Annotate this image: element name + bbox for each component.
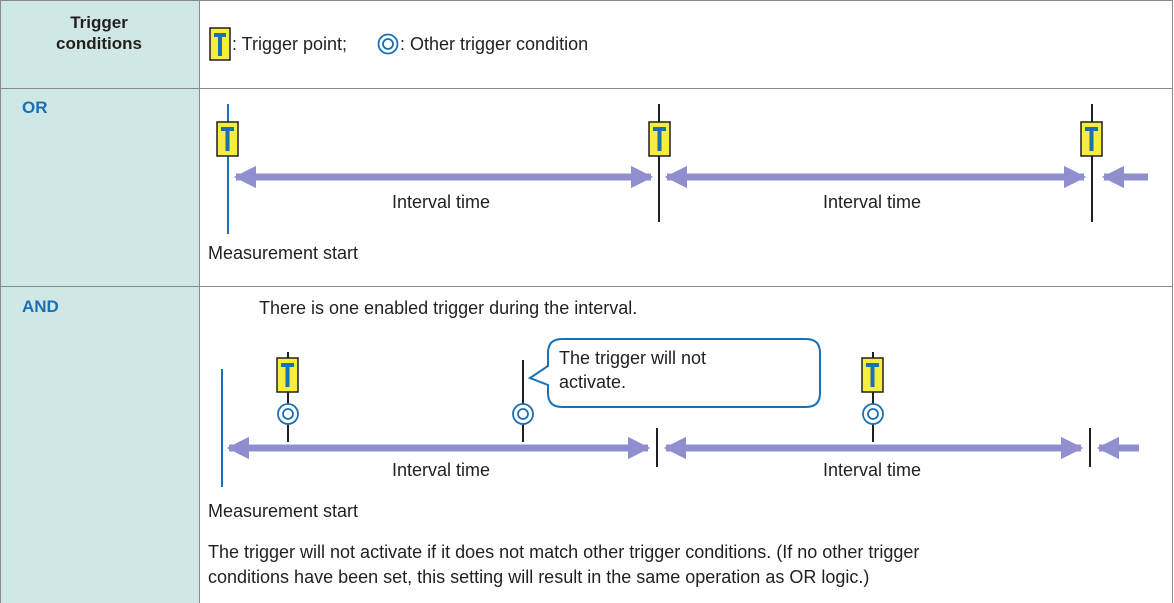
- table-border-top: [0, 0, 1173, 1]
- header-title: Trigger conditions: [0, 12, 198, 54]
- and-note-line1: The trigger will not activate if it does…: [208, 542, 920, 562]
- trigger-point-icon: [209, 27, 231, 61]
- row-divider: [0, 88, 1173, 89]
- other-trigger-condition-icon: [377, 33, 399, 55]
- table-border-right: [1172, 0, 1173, 603]
- or-interval-label-2: Interval time: [823, 192, 922, 212]
- and-interval-label-2: Interval time: [823, 460, 922, 480]
- header-title-line2: conditions: [56, 34, 142, 53]
- trigger-point-icon: [216, 121, 239, 157]
- other-trigger-condition-icon: [862, 403, 884, 425]
- callout-text-line2: activate.: [559, 372, 627, 392]
- trigger-point-icon: [648, 121, 671, 157]
- trigger-point-icon: [276, 357, 299, 393]
- legend-other-condition-label: : Other trigger condition: [400, 34, 589, 54]
- and-label-cell: [0, 286, 199, 603]
- legend-trigger-point-label: : Trigger point;: [232, 34, 348, 54]
- and-measurement-start-label: Measurement start: [208, 501, 359, 521]
- and-row-title: AND: [22, 297, 59, 316]
- or-interval-label-1: Interval time: [392, 192, 491, 212]
- or-measurement-start-label: Measurement start: [208, 243, 359, 263]
- and-intro-text: There is one enabled trigger during the …: [259, 298, 638, 318]
- trigger-point-icon: [861, 357, 884, 393]
- table-border-left: [0, 0, 1, 603]
- row-divider: [0, 286, 1173, 287]
- trigger-point-icon: [1080, 121, 1103, 157]
- header-title-line1: Trigger: [70, 13, 128, 32]
- other-trigger-condition-icon: [512, 403, 534, 425]
- and-interval-label-1: Interval time: [392, 460, 491, 480]
- column-divider: [199, 0, 200, 603]
- other-trigger-condition-icon: [277, 403, 299, 425]
- header-label-cell: [0, 0, 199, 88]
- or-row-title: OR: [22, 98, 48, 117]
- and-note-line2: conditions have been set, this setting w…: [208, 567, 870, 587]
- callout-text-line1: The trigger will not: [559, 348, 707, 368]
- or-label-cell: [0, 88, 199, 286]
